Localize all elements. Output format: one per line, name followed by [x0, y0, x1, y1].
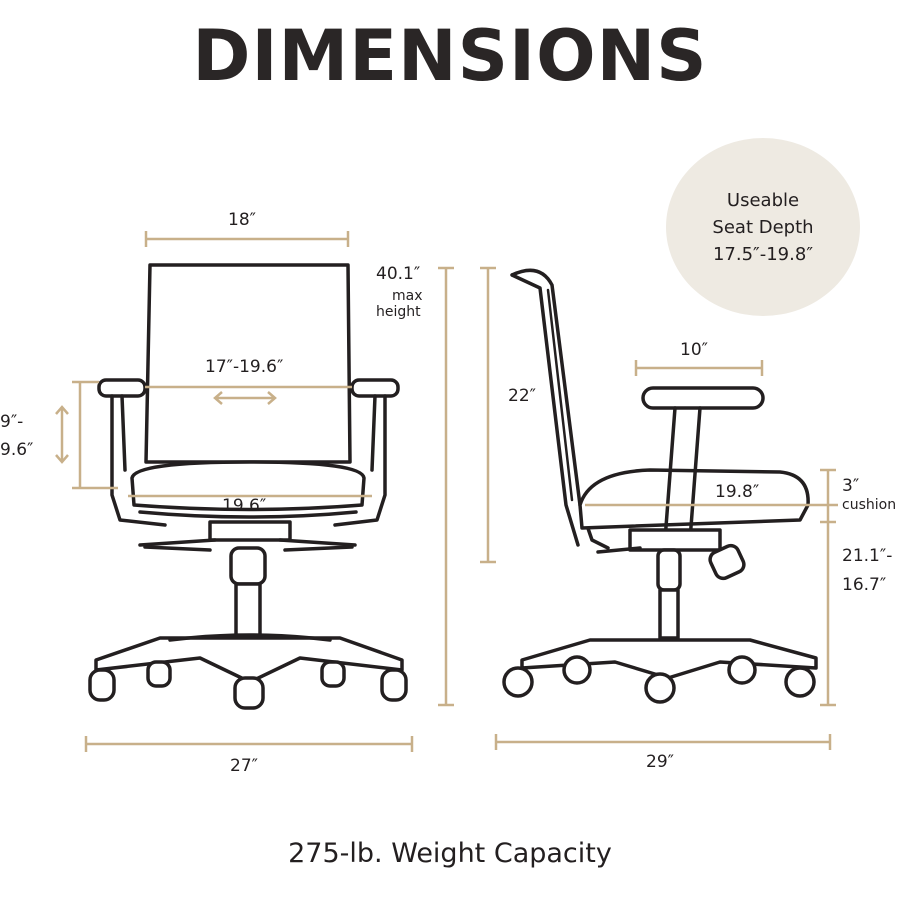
label-seat-height-1: 21.1″-	[842, 546, 893, 566]
side-tilt-knob	[708, 543, 746, 581]
front-seat	[130, 460, 366, 512]
label-max-height: 40.1″	[376, 264, 421, 284]
side-backrest	[510, 268, 610, 550]
side-view-chair	[502, 268, 818, 704]
front-cylinder	[234, 582, 262, 642]
front-view-chair	[88, 263, 408, 710]
front-backrest	[144, 263, 352, 464]
label-max-height-note-1: max	[392, 288, 423, 304]
front-left-armrest-pad	[97, 378, 147, 398]
label-base-width: 27″	[230, 756, 258, 776]
label-back-width: 18″	[228, 210, 256, 230]
badge-line-2: Seat Depth	[712, 216, 814, 238]
side-armrest-pad	[641, 386, 765, 410]
side-caster-2	[562, 655, 592, 685]
label-cushion-note: cushion	[842, 497, 897, 513]
page-title: DIMENSIONS	[192, 15, 708, 97]
front-cylinder-top	[229, 546, 267, 586]
dimension-lines	[55, 231, 838, 752]
label-base-depth: 29″	[646, 752, 674, 772]
side-cylinder-top	[656, 548, 682, 592]
side-caster-1	[502, 666, 534, 698]
weight-capacity: 275-lb. Weight Capacity	[288, 838, 612, 869]
front-caster-4	[320, 660, 346, 688]
side-caster-4	[727, 655, 757, 685]
label-arm-depth: 10″	[680, 340, 708, 360]
label-max-height-note-2: height	[376, 304, 421, 320]
badge-line-1: Useable	[726, 189, 800, 211]
front-right-arm-support	[333, 394, 387, 527]
front-base	[94, 636, 404, 684]
side-caster-3	[644, 672, 676, 704]
label-arm-width: 17″-19.6″	[205, 357, 284, 377]
label-seat-height-2: 16.7″	[842, 575, 887, 595]
front-caster-3	[233, 676, 265, 710]
front-left-arm-support	[110, 394, 167, 527]
side-cylinder	[658, 588, 680, 640]
seat-depth-badge: Useable Seat Depth 17.5″-19.8″	[666, 138, 860, 316]
label-arm-height-2: 9.6″	[0, 440, 34, 460]
label-cushion: 3″	[842, 476, 860, 496]
front-caster-1	[88, 668, 116, 702]
label-arm-height-1: 9″-	[0, 412, 24, 432]
side-caster-5	[784, 666, 816, 698]
label-seat-width: 19.6″	[222, 496, 267, 516]
label-back-height: 22″	[508, 386, 536, 406]
front-right-armrest-pad	[350, 378, 400, 398]
badge-line-3: 17.5″-19.8″	[712, 243, 814, 265]
front-caster-5	[380, 668, 408, 702]
label-seat-depth: 19.8″	[715, 482, 760, 502]
front-caster-2	[146, 660, 172, 688]
